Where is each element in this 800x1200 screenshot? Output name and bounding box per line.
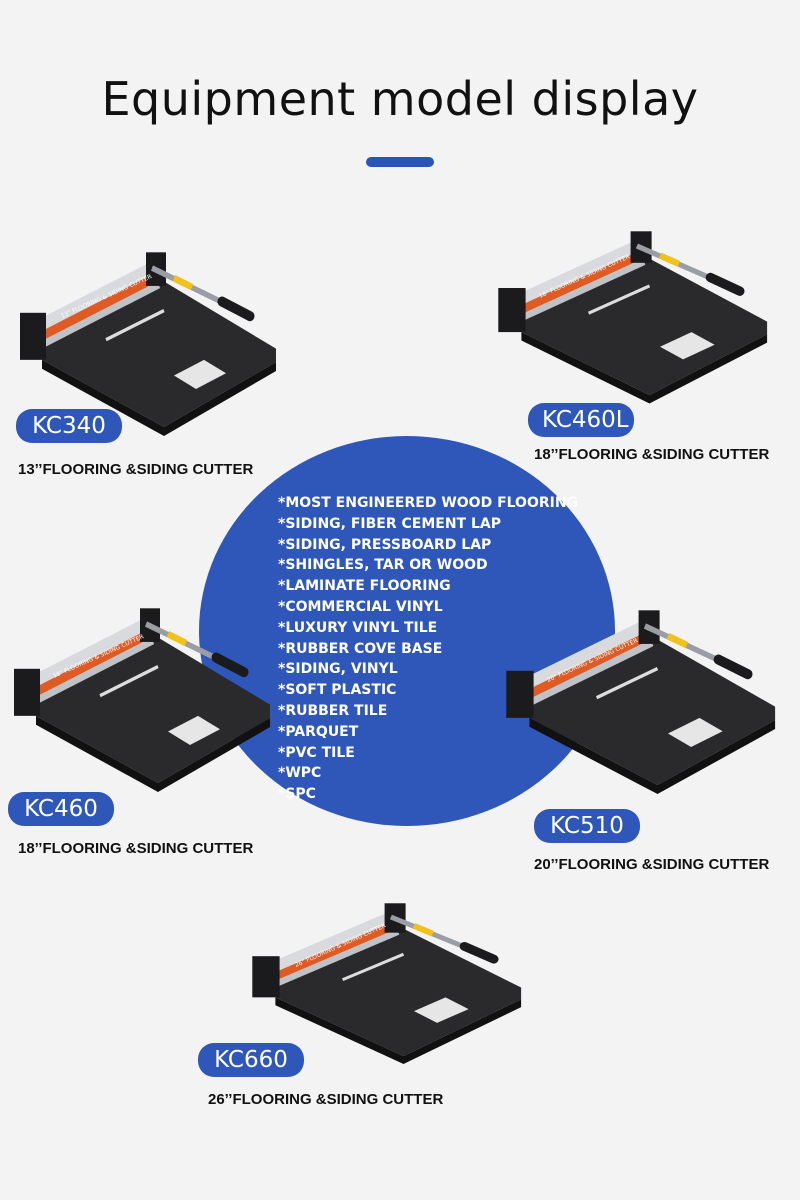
page-title: Equipment model display	[101, 72, 699, 126]
title-underline	[366, 157, 434, 167]
model-badge: KC460	[8, 792, 114, 826]
product-kc460l: 18" FLOORING & SIDING CUTTER	[492, 232, 782, 412]
product-caption: 26’’FLOORING &SIDING CUTTER	[208, 1091, 444, 1108]
model-badge: KC460L	[528, 403, 634, 437]
feature-item: *LUXURY VINYL TILE	[278, 619, 438, 636]
features-list: *MOST ENGINEERED WOOD FLOORING *SIDING, …	[278, 493, 578, 805]
feature-item: *RUBBER COVE BASE	[278, 640, 443, 657]
feature-item: *SPC	[278, 786, 316, 803]
product-caption: 20’’FLOORING &SIDING CUTTER	[534, 856, 770, 873]
feature-item: *RUBBER TILE	[278, 702, 388, 719]
cutter-image: 18" FLOORING & SIDING CUTTER	[8, 602, 278, 797]
product-kc660: 26" FLOORING & SIDING CUTTER	[246, 893, 536, 1068]
feature-item: *COMMERCIAL VINYL	[278, 598, 443, 615]
cutter-image: 20" FLOORING & SIDING CUTTER	[500, 600, 790, 800]
product-caption: 18’’FLOORING &SIDING CUTTER	[18, 840, 254, 857]
product-kc510: 20" FLOORING & SIDING CUTTER	[500, 600, 790, 800]
feature-item: *SOFT PLASTIC	[278, 682, 397, 699]
feature-item: *PVC TILE	[278, 744, 355, 761]
feature-item: *SIDING, PRESSBOARD LAP	[278, 536, 492, 553]
model-badge: KC660	[198, 1043, 304, 1077]
cutter-image: 13" FLOORING & SIDING CUTTER	[14, 248, 284, 443]
feature-item: *SIDING, FIBER CEMENT LAP	[278, 515, 501, 532]
product-caption: 18’’FLOORING &SIDING CUTTER	[534, 446, 770, 463]
feature-item: *MOST ENGINEERED WOOD FLOORING	[278, 495, 579, 511]
feature-item: *SHINGLES, TAR OR WOOD	[278, 557, 488, 574]
features-circle	[199, 436, 615, 826]
feature-item: *SIDING, VINYL	[278, 661, 398, 678]
product-caption: 13’’FLOORING &SIDING CUTTER	[18, 461, 254, 478]
model-badge: KC340	[16, 409, 122, 443]
feature-item: *PARQUET	[278, 723, 359, 740]
product-kc340: 13" FLOORING & SIDING CUTTER	[14, 248, 284, 443]
cutter-image: 26" FLOORING & SIDING CUTTER	[246, 893, 536, 1068]
product-kc460: 18" FLOORING & SIDING CUTTER	[8, 602, 278, 797]
feature-item: *LAMINATE FLOORING	[278, 578, 451, 595]
model-badge: KC510	[534, 809, 640, 843]
feature-item: *WPC	[278, 765, 322, 782]
cutter-image: 18" FLOORING & SIDING CUTTER	[492, 232, 782, 412]
